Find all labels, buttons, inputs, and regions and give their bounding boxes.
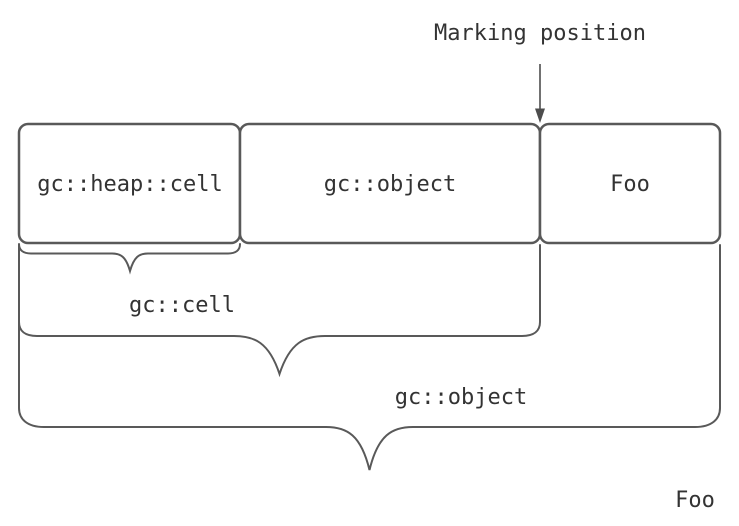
marking-arrowhead-icon [535,108,545,123]
box-label-gc-object: gc::object [323,172,457,197]
box-label-gc-heap-cell: gc::heap::cell [37,172,223,197]
brace-label-gc-cell: gc::cell [129,293,235,318]
brace-gc-object [18,244,541,378]
brace-label-gc-object: gc::object [394,385,528,410]
box-foo [538,122,722,245]
marking-position-label: Marking position [434,21,646,46]
brace-gc-cell [18,243,241,275]
brace-label-foo: Foo [675,488,715,513]
box-label-foo: Foo [610,172,650,197]
brace-foo [18,244,721,471]
